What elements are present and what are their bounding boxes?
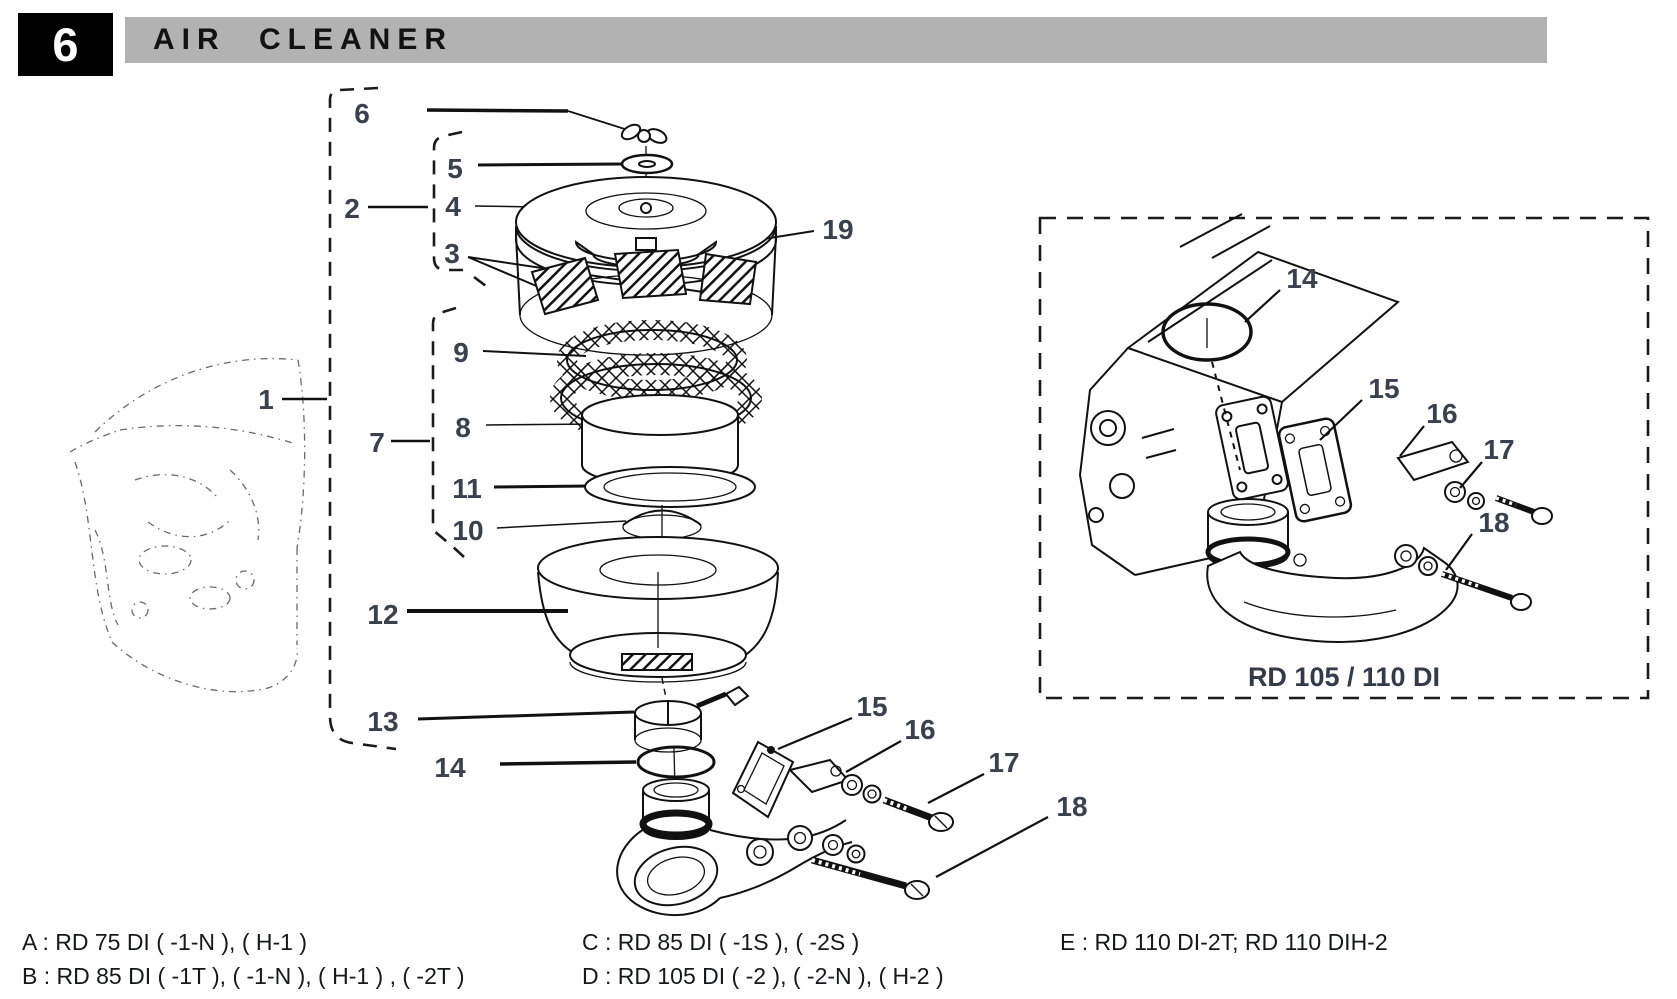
variant-bracket-16 — [1396, 440, 1470, 482]
callout-11: 11 — [452, 473, 482, 504]
bolt-17 — [882, 796, 954, 832]
callout-19: 19 — [822, 214, 853, 245]
variant-callout-15: 15 — [1368, 373, 1399, 404]
variant-leader-lines — [1244, 289, 1483, 571]
callout-7: 7 — [369, 427, 385, 458]
bracket-16 — [788, 758, 850, 794]
callout-9: 9 — [453, 337, 469, 368]
applicability-line-a: A : RD 75 DI ( -1-N ), ( H-1 ) — [22, 929, 307, 955]
tractor-engine-sketch — [69, 357, 306, 693]
callout-18: 18 — [1056, 791, 1087, 822]
callout-1: 1 — [258, 384, 274, 415]
gasket-15 — [731, 740, 795, 819]
bolt-18 — [811, 856, 930, 900]
washers-18 — [822, 834, 866, 864]
seal-ring-11 — [584, 466, 756, 508]
applicability-line-e: E : RD 110 DI-2T; RD 110 DIH-2 — [1060, 929, 1388, 955]
intake-elbow — [616, 819, 853, 916]
callout-14: 14 — [434, 752, 466, 783]
assembly-bracket-1 — [328, 86, 397, 751]
variant-o-ring-14 — [1161, 302, 1253, 362]
variant-bolt-17 — [1494, 495, 1553, 525]
dust-bowl-12 — [537, 536, 779, 699]
applicability-line-d: D : RD 105 DI ( -2 ), ( -2-N ), ( H-2 ) — [582, 963, 944, 989]
variant-gasket-15 — [1277, 417, 1353, 523]
callout-15: 15 — [856, 691, 887, 722]
applicability-line-b: B : RD 85 DI ( -1T ), ( -1-N ), ( H-1 ) … — [22, 963, 465, 989]
variant-box: 14 15 16 17 18 RD 105 / 110 DI — [1038, 213, 1650, 700]
variant-callout-16: 16 — [1426, 398, 1457, 429]
variant-washers-18 — [1394, 544, 1438, 576]
callout-4: 4 — [445, 191, 461, 222]
variant-engine-sketch — [1078, 213, 1400, 576]
section-number: 6 — [52, 18, 79, 71]
inlet-cylinder — [639, 778, 713, 840]
variant-caption: RD 105 / 110 DI — [1248, 662, 1440, 692]
callout-5: 5 — [447, 153, 463, 184]
applicability-line-c: C : RD 85 DI ( -1S ), ( -2S ) — [582, 929, 860, 955]
variant-washers-17 — [1444, 481, 1485, 510]
variant-bolt-18 — [1441, 571, 1532, 611]
callout-12: 12 — [367, 599, 398, 630]
variant-callout-17: 17 — [1483, 434, 1514, 465]
title-bar: AIR CLEANER — [125, 17, 1547, 63]
callout-16: 16 — [904, 714, 935, 745]
washers-17 — [841, 774, 882, 804]
callout-3: 3 — [444, 238, 460, 269]
variant-manifold — [1206, 546, 1459, 643]
callout-8: 8 — [455, 412, 471, 443]
callout-2: 2 — [344, 193, 360, 224]
assembly-bracket-2 — [432, 130, 491, 291]
variant-callout-18: 18 — [1478, 507, 1509, 538]
variant-inlet-cylinder — [1205, 498, 1291, 569]
callout-6: 6 — [354, 98, 370, 129]
section-number-box: 6 — [18, 13, 113, 76]
callout-17: 17 — [988, 747, 1019, 778]
variant-callout-14: 14 — [1286, 263, 1318, 294]
page-title: AIR CLEANER — [153, 23, 454, 56]
clamp-13 — [634, 685, 750, 753]
callout-13: 13 — [367, 706, 398, 737]
callout-10: 10 — [452, 515, 483, 546]
pre-cleaner-body-3 — [515, 234, 777, 356]
wing-nut-6 — [620, 123, 668, 144]
baffle-10 — [622, 505, 702, 540]
assembly-bracket-7 — [431, 306, 465, 558]
washer-5 — [620, 153, 674, 175]
